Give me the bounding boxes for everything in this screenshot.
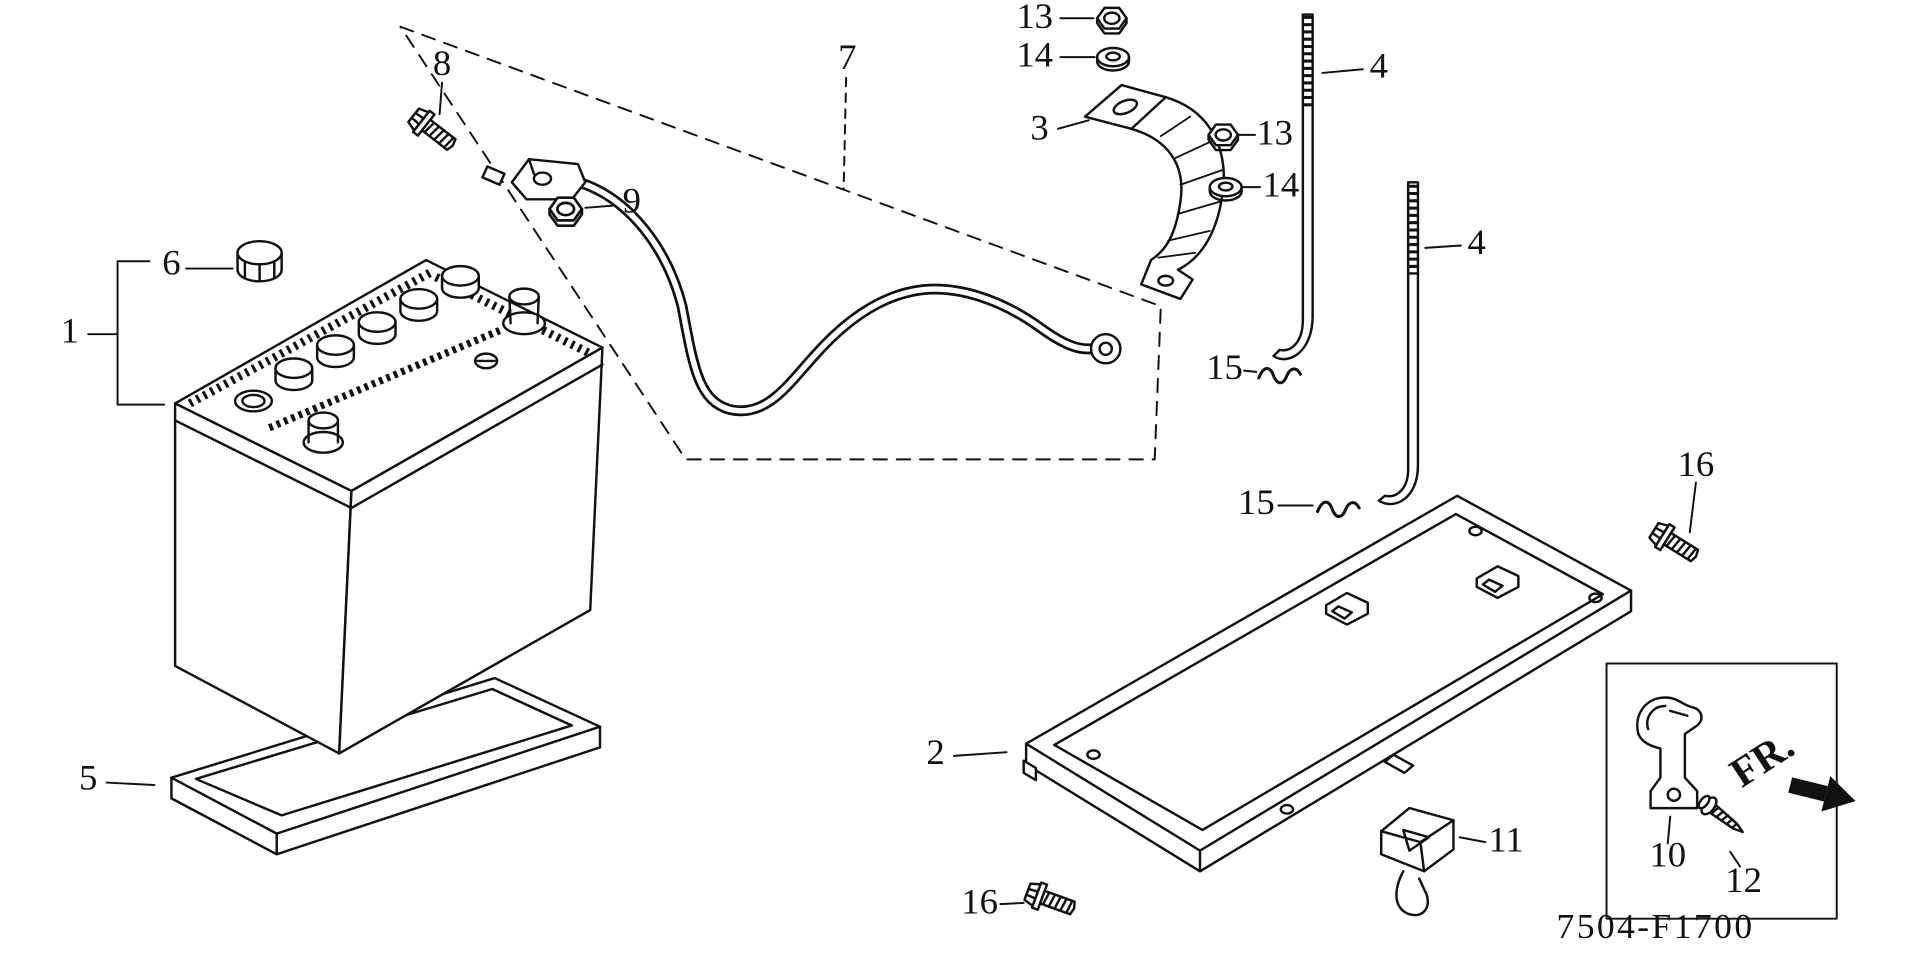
battery-cell-caps — [274, 264, 480, 392]
callout-4-b: 4 — [1468, 221, 1486, 262]
battery-slot-band — [267, 327, 502, 432]
fr-direction-arrow — [1788, 776, 1856, 812]
callout-4-a: 4 — [1370, 45, 1388, 86]
j-bolt-b — [1377, 181, 1420, 506]
washer-14-b — [1208, 176, 1243, 202]
callout-13-b: 13 — [1256, 112, 1293, 153]
nut-9 — [548, 196, 584, 228]
filler-hole — [233, 389, 274, 413]
callout-16-b: 16 — [961, 881, 998, 922]
callout-15-b: 15 — [1238, 481, 1275, 522]
callout-1: 1 — [61, 310, 79, 351]
j-bolt-a — [1272, 13, 1314, 361]
battery-cable — [481, 157, 1122, 417]
callout-11: 11 — [1488, 819, 1523, 860]
callout-10: 10 — [1649, 833, 1686, 874]
callout-5: 5 — [79, 757, 97, 798]
wire-clip-b — [1316, 500, 1361, 518]
wire-clip-a — [1257, 367, 1302, 385]
cable-region-boundary — [399, 25, 1162, 461]
callout-15-a: 15 — [1206, 346, 1243, 387]
callout-6: 6 — [162, 242, 180, 283]
battery-terminal-post — [302, 411, 345, 454]
filler-cap — [236, 240, 283, 283]
tray-hook-tab — [1475, 565, 1520, 600]
nut-13-a — [1095, 6, 1128, 35]
callout-16-a: 16 — [1678, 443, 1715, 484]
callout-14-a: 14 — [1016, 34, 1053, 75]
callout-7: 7 — [838, 36, 856, 77]
vent-plug — [473, 352, 499, 370]
leader-line-7 — [842, 76, 848, 190]
tapping-screw — [1697, 794, 1744, 834]
cable-terminal-clamp — [481, 157, 587, 201]
battery-base-tray — [1022, 494, 1633, 873]
callout-8: 8 — [433, 42, 451, 83]
holddown-bracket — [1083, 83, 1226, 301]
callout-13-a: 13 — [1016, 0, 1053, 36]
battery-rib-band — [187, 268, 434, 408]
callout-labels: 13 14 7 4 8 3 13 14 9 4 6 1 15 15 16 2 5… — [61, 0, 1762, 922]
battery-terminal-post — [502, 287, 547, 336]
cable-ring-terminal — [1089, 332, 1122, 365]
nut-13-b — [1207, 123, 1240, 152]
fr-direction-label: FR. — [1722, 722, 1802, 796]
diagram-part-code: 7504-F1700 — [1556, 906, 1754, 946]
callout-9: 9 — [623, 180, 641, 221]
bolt-16-b — [1021, 877, 1080, 923]
battery-clamp — [1380, 806, 1455, 917]
callout-12: 12 — [1725, 859, 1762, 900]
callout-3: 3 — [1030, 107, 1048, 148]
battery — [173, 258, 604, 755]
bolt-16-a — [1645, 517, 1705, 570]
washer-14-a — [1095, 46, 1131, 72]
callout-2: 2 — [926, 731, 944, 772]
setting-bracket — [1636, 696, 1703, 810]
callout-14-b: 14 — [1262, 164, 1299, 205]
tray-hook-tab — [1324, 591, 1369, 626]
leader-lines — [87, 17, 1741, 906]
bolt-8 — [404, 103, 463, 158]
